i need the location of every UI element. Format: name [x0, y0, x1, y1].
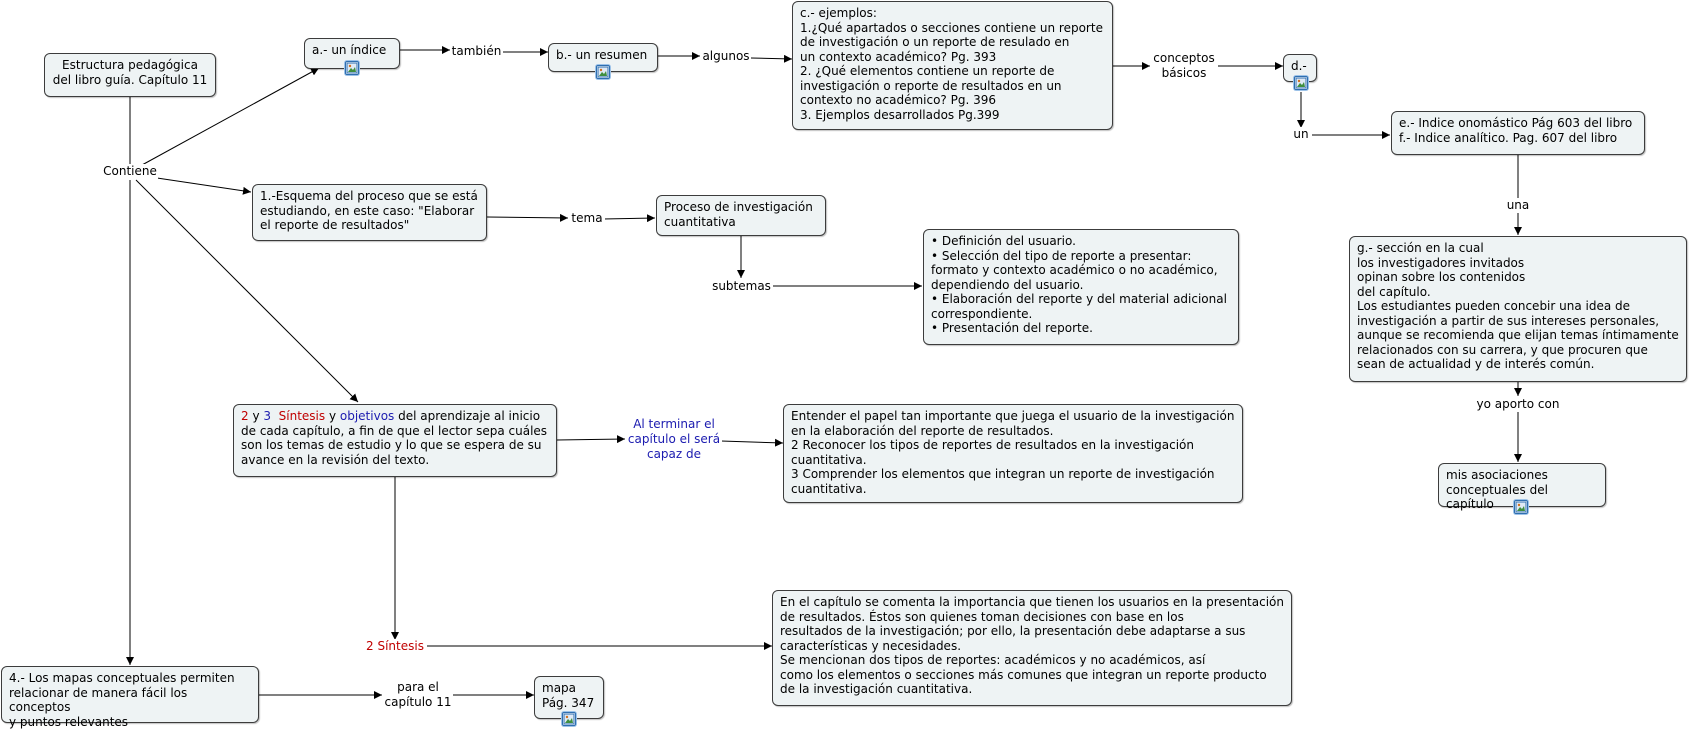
image-resource-icon[interactable] [345, 61, 359, 75]
sintesis-number-2: 2 [241, 409, 249, 423]
node-resumen[interactable]: b.- un resumen [548, 43, 658, 72]
link-un[interactable]: un [1290, 127, 1312, 142]
sintesis-number-3: 3 [263, 409, 272, 423]
node-indices[interactable]: e.- Indice onomástico Pág 603 del libro … [1391, 111, 1645, 155]
image-resource-icon[interactable] [596, 65, 610, 79]
edge-contiene-sintesis [135, 179, 359, 403]
node-sintesis-texto[interactable]: En el capítulo se comenta la importancia… [772, 590, 1292, 706]
link-al-terminar[interactable]: Al terminar el capítulo el será capaz de [626, 417, 722, 462]
edge-contiene-esquema [156, 177, 252, 195]
image-resource-icon[interactable] [1514, 500, 1528, 514]
link-yo-aporto[interactable]: yo aporto con [1473, 397, 1563, 412]
connector-text: y [325, 409, 340, 423]
node-esquema[interactable]: 1.-Esquema del proceso que se está estud… [252, 184, 487, 241]
node-proceso[interactable]: Proceso de investigación cuantitativa [656, 195, 826, 236]
image-resource-icon[interactable] [1294, 76, 1308, 90]
link-algunos[interactable]: algunos [701, 49, 751, 64]
node-root[interactable]: Estructura pedagógica del libro guía. Ca… [44, 53, 216, 97]
node-sintesis-objetivos[interactable]: 2 y 3 Síntesis y objetivos del aprendiza… [233, 404, 557, 477]
connector-text: y [248, 409, 264, 423]
image-resource-icon[interactable] [562, 712, 576, 726]
link-conceptos-basicos[interactable]: conceptos básicos [1150, 51, 1218, 81]
node-seccion-g[interactable]: g.- sección en la cual los investigadore… [1349, 236, 1687, 382]
node-ejemplos[interactable]: c.- ejemplos: 1.¿Qué apartados o seccion… [792, 1, 1113, 130]
objetivos-word: objetivos [339, 409, 395, 423]
sintesis-word: Síntesis [271, 409, 326, 423]
link-subtemas[interactable]: subtemas [710, 279, 773, 294]
node-mapas[interactable]: 4.- Los mapas conceptuales permiten rela… [1, 666, 259, 729]
edge-sintesis-alterminar [556, 435, 626, 444]
link-2-sintesis[interactable]: 2 Síntesis [363, 639, 427, 654]
node-d[interactable]: d.- [1283, 54, 1317, 82]
link-contiene[interactable]: Contiene [102, 164, 158, 179]
edge-algunos-ejemplos [750, 54, 793, 63]
sintesis-rest-text: del aprendizaje al inicio de cada capítu… [241, 409, 548, 467]
node-mapa-pag[interactable]: mapa Pág. 347 [534, 676, 604, 719]
link-una[interactable]: una [1504, 198, 1532, 213]
edge-esquema-tema [486, 213, 569, 222]
node-entender[interactable]: Entender el papel tan importante que jue… [783, 404, 1243, 503]
node-mis-asociaciones[interactable]: mis asociaciones conceptuales del capítu… [1438, 463, 1606, 511]
link-tambien[interactable]: también [450, 44, 503, 59]
edge-alterminar-entender [720, 438, 784, 447]
link-tema[interactable]: tema [569, 211, 605, 226]
edge-contiene-indice [141, 67, 320, 166]
edge-tema-proceso [602, 214, 656, 223]
link-para-el[interactable]: para el capítulo 11 [383, 680, 453, 710]
node-subtemas-lista[interactable]: • Definición del usuario. • Selección de… [923, 229, 1239, 345]
